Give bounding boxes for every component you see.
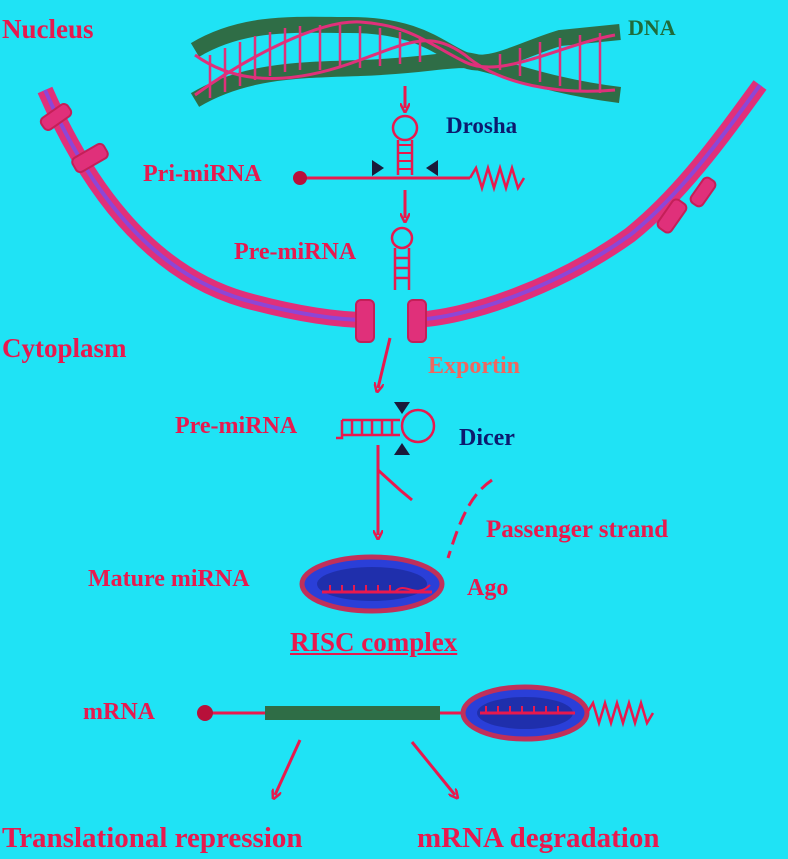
exportin-label: Exportin	[428, 353, 521, 379]
nuclear-membrane	[37, 80, 767, 328]
drosha-label: Drosha	[446, 113, 518, 138]
passenger-strand-label: Passenger strand	[486, 516, 669, 543]
cytoplasm-label: Cytoplasm	[2, 333, 127, 363]
mrna-label: mRNA	[83, 699, 155, 725]
mrna-degradation-label: mRNA degradation	[417, 822, 660, 854]
ago-label: Ago	[467, 575, 509, 601]
translational-repression-label: Translational repression	[2, 822, 303, 854]
nucleus-label: Nucleus	[2, 14, 94, 44]
risc-complex-label: RISC complex	[290, 627, 458, 657]
pre-mirna-nucleus-label: Pre-miRNA	[234, 239, 357, 265]
dna-helix	[190, 16, 621, 107]
mature-mirna-label: Mature miRNA	[88, 566, 250, 592]
ago-complex	[299, 554, 445, 614]
pri-mirna-label: Pri-miRNA	[143, 161, 262, 187]
nuclear-pores	[39, 103, 717, 343]
pre-mirna-cytoplasm-structure	[336, 402, 436, 455]
dicer-label: Dicer	[459, 425, 515, 451]
pri-mirna-structure	[293, 114, 526, 193]
flow-arrows	[275, 86, 455, 795]
dna-label: DNA	[628, 15, 676, 40]
passenger-strand	[446, 478, 493, 559]
pre-mirna-nucleus-structure	[390, 226, 414, 290]
mrna-structure	[197, 684, 655, 742]
pre-mirna-cytoplasm-label: Pre-miRNA	[175, 413, 298, 439]
